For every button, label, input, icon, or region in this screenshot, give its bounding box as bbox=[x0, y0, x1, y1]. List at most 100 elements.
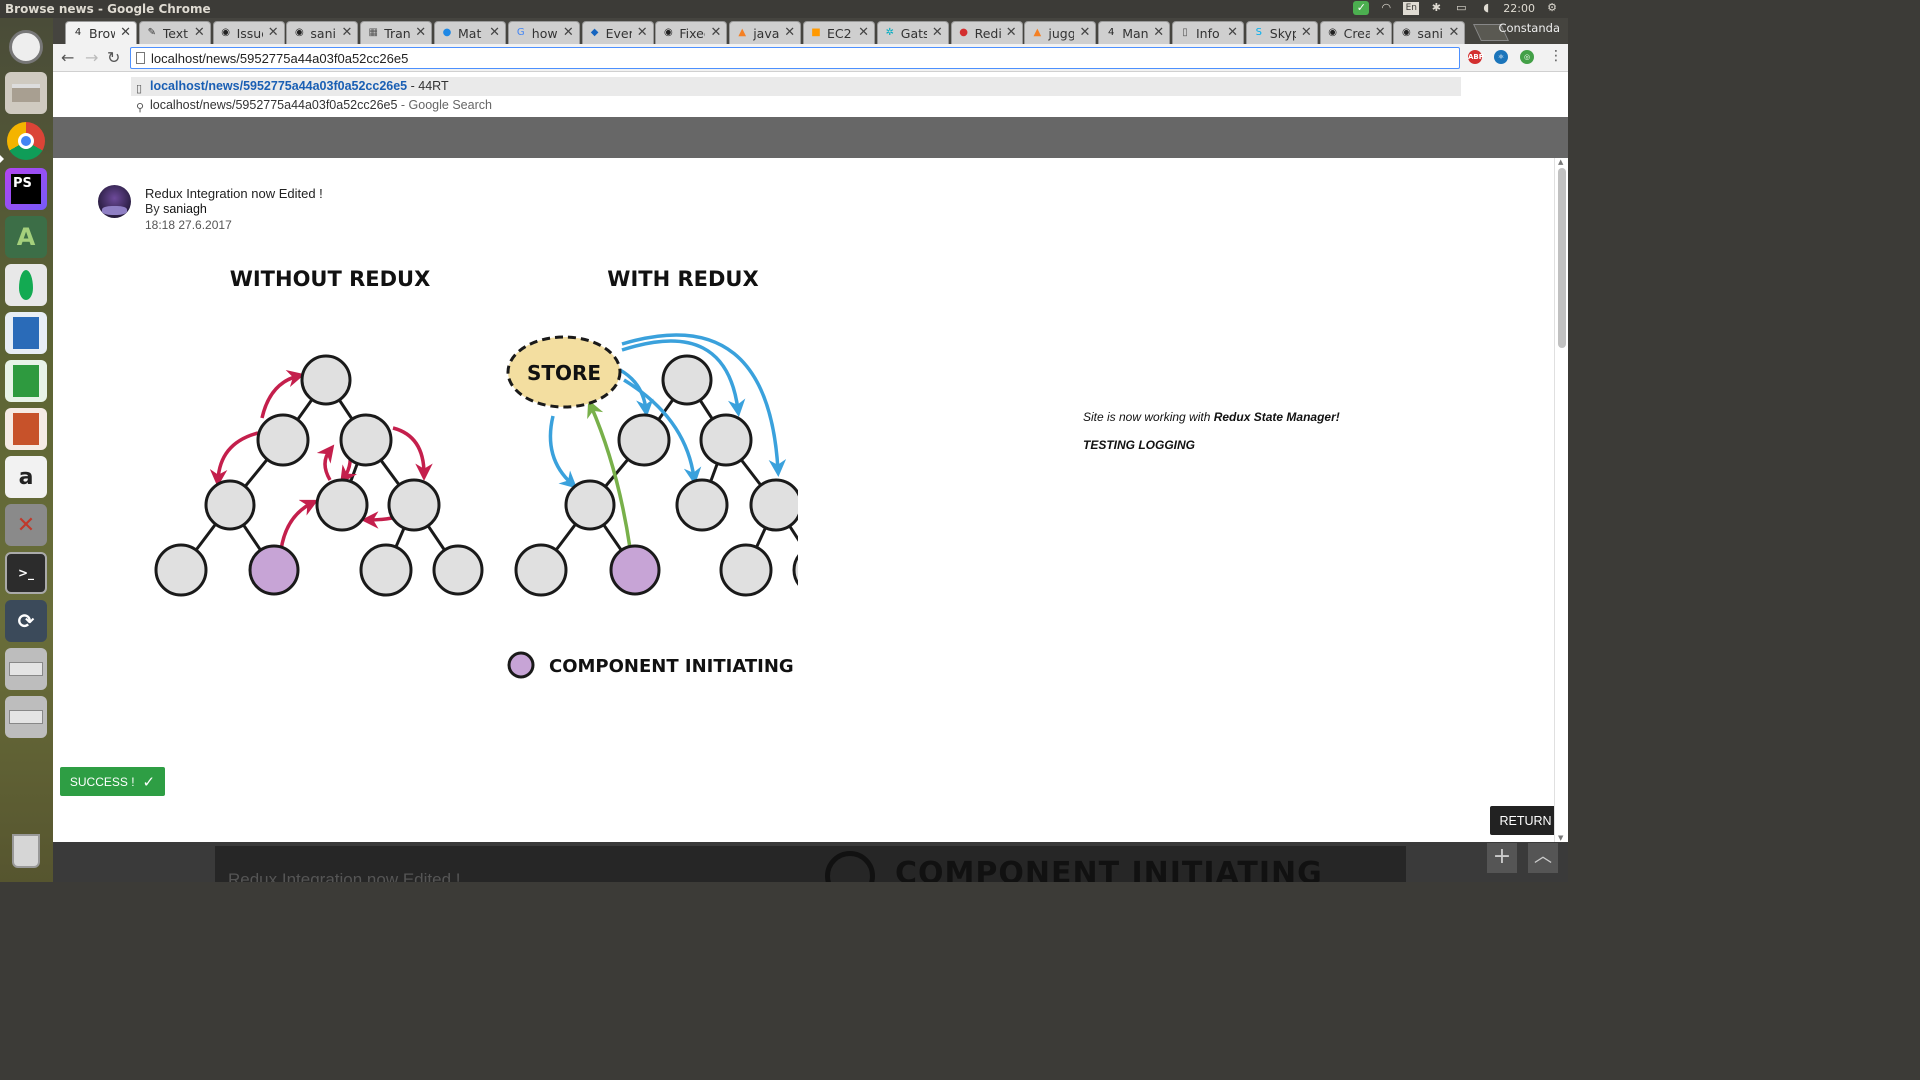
adblock-icon[interactable]: ABP bbox=[1468, 50, 1484, 64]
amazon-icon[interactable]: a bbox=[5, 456, 47, 498]
react-devtools-icon[interactable]: ⚛ bbox=[1494, 50, 1508, 64]
page-scrollbar[interactable]: ▲ ▼ bbox=[1554, 158, 1568, 842]
close-icon[interactable]: ✕ bbox=[1005, 25, 1017, 40]
close-icon[interactable]: ✕ bbox=[562, 25, 574, 40]
close-icon[interactable]: ✕ bbox=[1374, 25, 1386, 40]
trash-icon[interactable] bbox=[5, 830, 47, 872]
tab-item[interactable]: ●Redi✕ bbox=[950, 21, 1023, 44]
back-arrow-icon[interactable]: ← bbox=[61, 48, 75, 67]
legend-label: COMPONENT INITIATING CHANGE bbox=[549, 656, 798, 677]
tab-item[interactable]: ■EC2✕ bbox=[803, 21, 875, 44]
wifi-icon[interactable]: ◠ bbox=[1381, 1, 1392, 14]
impress-icon[interactable] bbox=[5, 408, 47, 450]
green-ext-icon[interactable]: ◎ bbox=[1520, 50, 1534, 64]
with-redux-arrows bbox=[548, 333, 787, 549]
files-icon[interactable] bbox=[5, 72, 47, 114]
suggestion-item[interactable]: ⚲ localhost/news/5952775a44a03f0a52cc26e… bbox=[131, 96, 1461, 115]
success-toast[interactable]: SUCCESS !✓ bbox=[60, 767, 165, 796]
tab-label: Browse news bbox=[89, 25, 115, 41]
software-updater-icon[interactable]: ⟳ bbox=[5, 600, 47, 642]
writer-icon[interactable] bbox=[5, 312, 47, 354]
tab-item[interactable]: ▯Info✕ bbox=[1172, 21, 1244, 44]
plus-icon[interactable]: + bbox=[1487, 843, 1517, 873]
keyboard-layout-indicator[interactable]: En bbox=[1403, 1, 1420, 15]
avatar[interactable] bbox=[98, 185, 131, 218]
terminal-icon[interactable]: >_ bbox=[5, 552, 47, 594]
settings-icon[interactable]: ✕ bbox=[5, 504, 47, 546]
close-icon[interactable]: ✕ bbox=[636, 25, 648, 40]
ubuntu-dash-icon[interactable] bbox=[5, 26, 47, 68]
android-studio-icon[interactable]: A bbox=[5, 216, 47, 258]
tab-item[interactable]: ◆Ever✕ bbox=[581, 21, 654, 44]
gear-icon[interactable]: ⚙ bbox=[1547, 1, 1557, 14]
close-icon[interactable]: ✕ bbox=[120, 25, 131, 40]
store-label: STORE bbox=[527, 361, 601, 385]
close-icon[interactable]: ✕ bbox=[710, 25, 722, 40]
tab-item[interactable]: ✲Gats✕ bbox=[876, 21, 949, 44]
volume-icon[interactable]: ◖ bbox=[1483, 1, 1490, 14]
close-icon[interactable]: ✕ bbox=[784, 25, 796, 40]
profile-button[interactable]: Constanda bbox=[1498, 21, 1560, 35]
shield-check-icon[interactable]: ✓ bbox=[1353, 1, 1370, 15]
tab-item[interactable]: ▲jugg✕ bbox=[1024, 21, 1097, 44]
tab-item[interactable]: ◉Issues✕ bbox=[212, 21, 285, 44]
menu-dots-icon[interactable]: ⋮ bbox=[1549, 48, 1563, 64]
chrome-running-indicator bbox=[0, 155, 4, 163]
close-icon[interactable]: ✕ bbox=[193, 25, 205, 40]
tab-item[interactable]: ▦Trans✕ bbox=[360, 21, 433, 44]
tab-favicon-icon: ✎ bbox=[147, 27, 156, 38]
forward-arrow-icon[interactable]: → bbox=[85, 48, 99, 67]
tab-item[interactable]: ◉Crea✕ bbox=[1319, 21, 1392, 44]
tab-label: Trans bbox=[384, 25, 411, 41]
return-button[interactable]: RETURN bbox=[1490, 806, 1561, 835]
tab-item[interactable]: 4Browse news✕ bbox=[65, 21, 137, 44]
clock[interactable]: 22:00 bbox=[1503, 1, 1535, 15]
tab-item[interactable]: ◉saniagh✕ bbox=[286, 21, 359, 44]
scroll-up-arrow-icon[interactable]: ▲ bbox=[1558, 158, 1564, 166]
tab-item[interactable]: ◉sani✕ bbox=[1393, 21, 1466, 44]
post-author[interactable]: saniagh bbox=[163, 202, 207, 216]
drive-icon[interactable] bbox=[5, 648, 47, 690]
close-icon[interactable]: ✕ bbox=[858, 25, 869, 40]
close-icon[interactable]: ✕ bbox=[1448, 25, 1460, 40]
drive-icon[interactable] bbox=[5, 696, 47, 738]
mongodb-icon[interactable] bbox=[5, 264, 47, 306]
tab-label: Mat bbox=[458, 25, 482, 41]
tab-label: Skyp bbox=[1269, 25, 1296, 41]
tab-favicon-icon: ● bbox=[442, 27, 452, 38]
suggestion-suffix: - Google Search bbox=[397, 98, 492, 112]
calc-icon[interactable] bbox=[5, 360, 47, 402]
battery-icon[interactable]: ▭ bbox=[1456, 1, 1467, 14]
tab-favicon-icon: ▲ bbox=[1033, 27, 1042, 38]
tab-item[interactable]: ● Mat ✕ bbox=[434, 21, 506, 44]
close-icon[interactable]: ✕ bbox=[931, 25, 943, 40]
close-icon[interactable]: ✕ bbox=[1300, 25, 1312, 40]
tab-item[interactable]: ▲java✕ bbox=[729, 21, 802, 44]
tab-item[interactable]: ✎Text✕ bbox=[138, 21, 211, 44]
url-input[interactable] bbox=[151, 49, 1451, 67]
tab-label: how bbox=[531, 25, 558, 41]
tab-item[interactable]: ◉Fixed✕ bbox=[655, 21, 728, 44]
chevron-up-icon[interactable]: ︿ bbox=[1528, 843, 1558, 873]
close-icon[interactable]: ✕ bbox=[489, 25, 500, 40]
bluetooth-icon[interactable]: ✱ bbox=[1431, 1, 1441, 14]
close-icon[interactable]: ✕ bbox=[267, 25, 279, 40]
close-icon[interactable]: ✕ bbox=[415, 25, 427, 40]
close-icon[interactable]: ✕ bbox=[1227, 25, 1238, 40]
close-icon[interactable]: ✕ bbox=[341, 25, 353, 40]
scroll-down-arrow-icon[interactable]: ▼ bbox=[1558, 834, 1564, 842]
address-bar[interactable] bbox=[130, 47, 1460, 69]
scroll-thumb[interactable] bbox=[1558, 168, 1566, 348]
omnibox-suggestions: ▯ localhost/news/5952775a44a03f0a52cc26e… bbox=[53, 72, 1568, 117]
close-icon[interactable]: ✕ bbox=[1079, 25, 1091, 40]
chrome-icon[interactable] bbox=[5, 120, 47, 162]
reload-icon[interactable]: ↻ bbox=[107, 48, 121, 67]
with-redux-nodes bbox=[514, 354, 798, 597]
tab-label: Issues bbox=[236, 25, 263, 41]
suggestion-item[interactable]: ▯ localhost/news/5952775a44a03f0a52cc26e… bbox=[131, 77, 1461, 96]
close-icon[interactable]: ✕ bbox=[1153, 25, 1165, 40]
tab-item[interactable]: SSkyp✕ bbox=[1245, 21, 1318, 44]
phpstorm-icon[interactable]: PS bbox=[5, 168, 47, 210]
